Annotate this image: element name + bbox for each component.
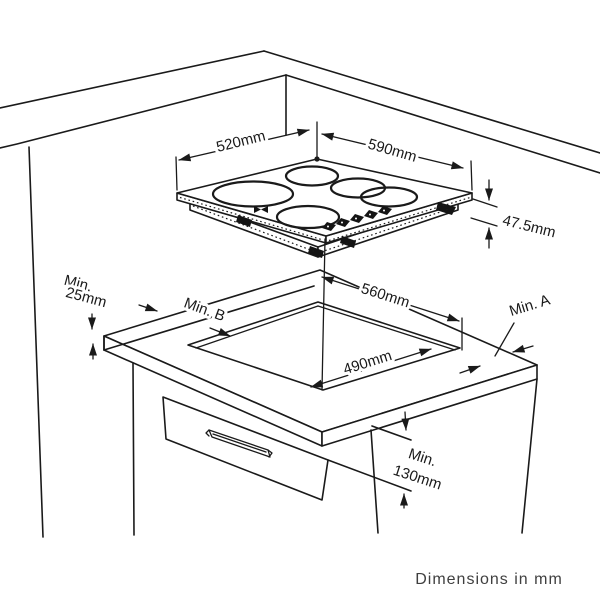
drawer-handle-end-right [267,449,273,458]
arrow-under-clearance-down [401,411,410,431]
label-cooktop-height: 47.5mm [501,212,558,242]
under-clearance-lines [327,425,412,492]
units-note: Dimensions in mm [415,571,563,588]
label-side-gap: Min. A [507,291,552,319]
wall-top-right-inner [285,74,600,174]
ext-center-alignment [321,238,326,391]
side-gap-leader-line [494,322,515,357]
arrow-side-gap-right [512,344,534,353]
drawer-handle-end-left [205,429,210,437]
drawer [162,396,329,501]
dim-line-cutout-width [321,276,460,322]
knob-highlight [369,213,371,216]
burner-ring-right-front [359,186,419,208]
room-walls [0,50,600,538]
residual-heat-mark [254,206,268,213]
speckle-line [320,206,456,253]
arrow-side-gap-left [459,365,481,374]
cutout-inner-rim-left [195,305,319,349]
ext-cooktop-height-top [472,198,498,208]
dim-line-cutout-depth [310,348,432,388]
bracket-right [436,202,456,215]
dim-line-cooktop-depth [178,128,310,162]
wall-left-edge [28,146,44,538]
cabinet-rear-right-edge [521,378,538,534]
worktop-rear-bottom-edge [103,285,315,351]
knob-highlight [341,221,343,224]
mounting-brackets [236,202,456,258]
knob-highlight [327,225,329,228]
arrow-rear-gap-inner [209,327,231,337]
cabinet-front-right-edge [370,429,379,534]
rim-speckle-shading [179,196,471,253]
cooktop [176,158,473,258]
label-cooktop-width: 590mm [366,136,419,166]
knob-highlight [355,217,357,220]
label-worktop-thickness-line2: 25mm [64,284,109,311]
label-under-clearance-line2: 130mm [391,462,444,494]
drawer-handle [205,429,273,458]
base-cabinet [103,269,538,536]
worktop-underside-extension [371,425,412,441]
dim-line-cooktop-width [321,132,464,170]
bracket-left [236,215,252,227]
wall-top-left-inner [0,74,287,149]
cabinet-front-left-edge [132,362,135,536]
ext-cooktop-left-corner [175,156,178,191]
burner-ring-left [211,180,295,208]
clearance-plane-line [327,459,412,492]
burner-ring-front [275,204,341,230]
bracket-front-right [340,236,356,248]
ext-cooktop-right-corner [470,160,473,191]
wall-top-right-outer [263,50,600,154]
cooktop-back-corner-dot [314,156,320,162]
wall-top-left-outer [0,50,265,109]
burner-ring-rear [284,165,340,187]
cooktop-top-surface [176,158,473,237]
speckle-line [179,196,324,241]
knob-highlight [383,209,385,212]
bracket-front-left [308,246,324,258]
drawer-handle-line [212,433,267,453]
label-cooktop-depth: 520mm [215,127,268,156]
bowtie-icon [254,206,268,213]
ext-cooktop-height-bottom [470,217,498,227]
arrow-rear-gap-outer [138,303,158,312]
control-knobs [322,206,392,231]
